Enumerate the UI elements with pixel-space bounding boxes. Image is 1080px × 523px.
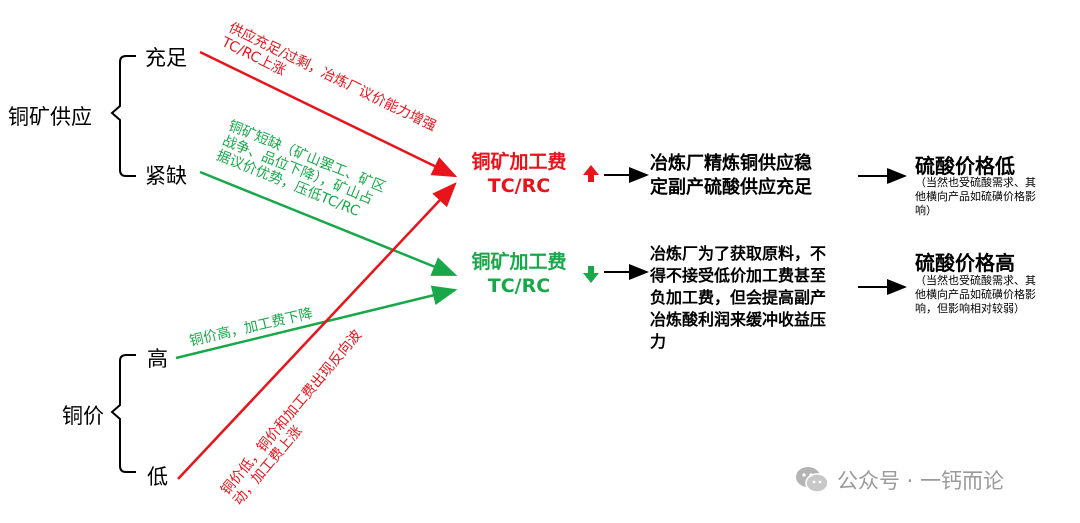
node-copper-price: 铜价: [62, 404, 104, 428]
tcrc-up-code: TC/RC: [487, 175, 551, 197]
edge-shortage-to-tcrc-down: [199, 170, 458, 277]
outcome-down: 冶炼厂为了获取原料，不 得不接受低价加工费甚至 负加工费，但会提高副产 冶炼酸利…: [650, 243, 860, 353]
edge-low-to-tcrc-up: [177, 182, 457, 480]
outcome-down-line-1: 冶炼厂为了获取原料，不: [650, 244, 827, 263]
tcrc-up-node: 铜矿加工费 TC/RC: [458, 150, 580, 198]
supply-bracket: [110, 55, 136, 177]
tcrc-up-title: 铜矿加工费: [471, 151, 567, 173]
node-copper-supply: 铜矿供应: [8, 105, 92, 129]
wechat-icon: [796, 467, 829, 493]
outcome-down-line-3: 负加工费，但会提高副产: [650, 288, 827, 307]
acid-high-title: 硫酸价格高: [915, 251, 1015, 275]
node-sufficient: 充足: [145, 46, 187, 70]
node-high: 高: [147, 347, 168, 371]
tcrc-down-node: 铜矿加工费 TC/RC: [458, 250, 580, 298]
watermark: 公众号 · 一钙而论: [795, 465, 1004, 495]
acid-low-note: （当然也受硫酸需求、其 他横向产品如硫磺价格影 响）: [915, 176, 1036, 217]
up-arrow-icon: [583, 165, 599, 182]
outcome-down-line-5: 力: [650, 332, 667, 351]
outcome-up-line-2: 定副产硫酸供应充足: [650, 177, 812, 198]
node-shortage: 紧缺: [145, 164, 187, 188]
tcrc-down-title: 铜矿加工费: [471, 251, 567, 273]
watermark-text: 公众号 · 一钙而论: [837, 469, 1005, 493]
price-bracket: [110, 354, 136, 473]
edge-sufficient-to-tcrc-up: [199, 50, 458, 178]
edge-high-to-tcrc-down: [175, 285, 458, 360]
outcome-up-line-1: 冶炼厂精炼铜供应稳: [650, 153, 812, 174]
outcome-up: 冶炼厂精炼铜供应稳 定副产硫酸供应充足: [650, 152, 860, 200]
tcrc-down-code: TC/RC: [487, 275, 551, 297]
outcome-down-line-4: 冶炼酸利润来缓冲收益压: [650, 310, 827, 329]
acid-low-title: 硫酸价格低: [915, 154, 1015, 178]
acid-high-note: （当然也受硫酸需求、其 他横向产品如硫磺价格影 响，但影响相对较弱）: [915, 274, 1036, 315]
outcome-down-line-2: 得不接受低价加工费甚至: [650, 266, 827, 285]
down-arrow-icon: [583, 266, 599, 283]
node-low: 低: [147, 465, 168, 489]
